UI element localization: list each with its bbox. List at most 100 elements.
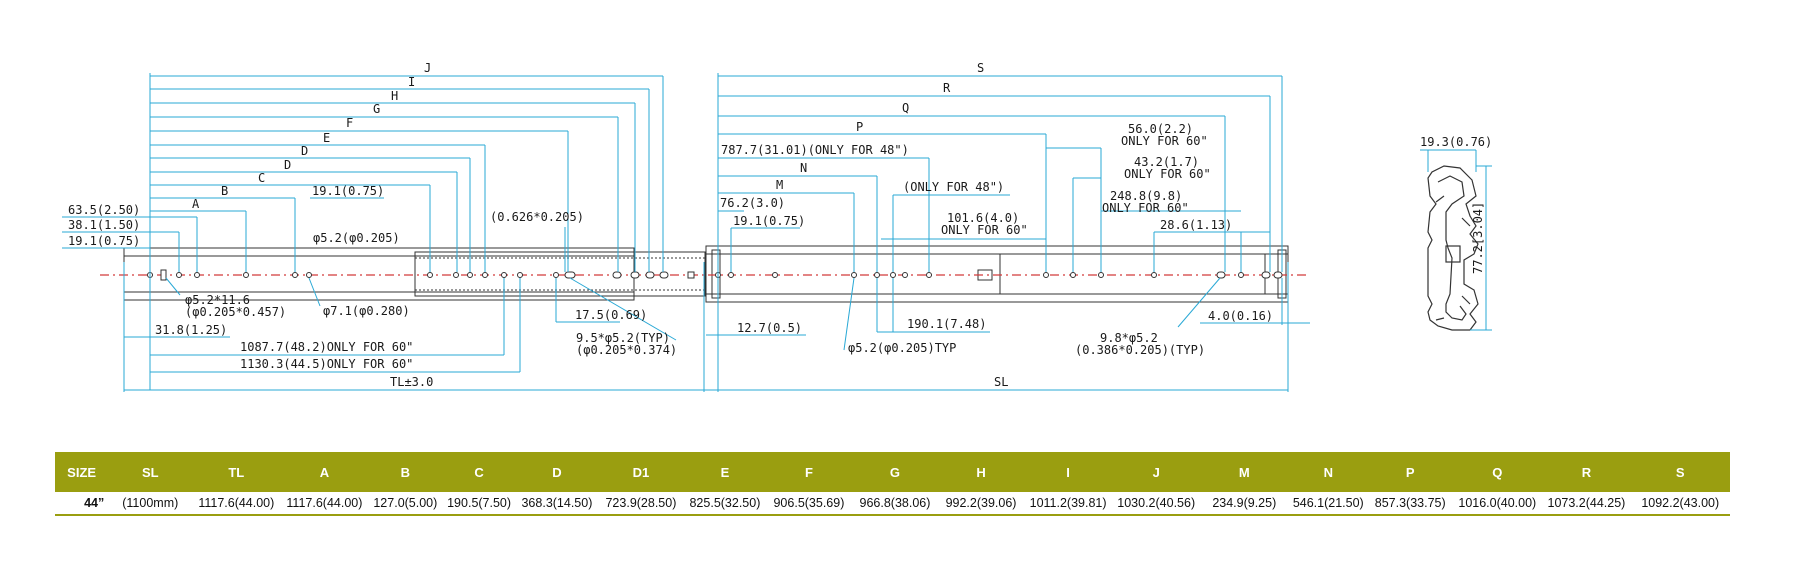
header-sl: SL [108,452,193,492]
dim-19-1-left: 19.1(0.75) [68,234,140,248]
cell-size: 44” [55,492,109,516]
header-s: S [1630,452,1730,492]
dim-77-2: 77.2[3.04] [1471,202,1485,274]
dim-N-label: N [800,161,807,175]
left-top-dimension-lines [62,73,664,392]
dim-787: 787.7(31.01)(ONLY FOR 48") [721,143,909,157]
header-d1: D1 [597,452,684,492]
cell-size-mm: (1100mm) [108,492,193,516]
left-bottom-dimension-lines [124,262,806,392]
dim-17-5: 17.5(0.69) [575,308,647,322]
cross-section-dimension-lines [1420,149,1492,331]
dim-98-a: 9.8*φ5.2 [1100,331,1158,345]
header-size: SIZE [55,452,109,492]
dim-TL: TL±3.0 [390,375,433,389]
cell-b: 190.5(7.50) [442,492,516,516]
dim-101-a: 101.6(4.0) [947,211,1019,225]
cross-section-profile [1427,165,1479,331]
header-g: G [851,452,938,492]
slide-body [123,245,1289,303]
dim-G-label: G [373,102,380,116]
header-p: P [1368,452,1453,492]
dimension-spec-table: SIZE SL TL A B C D D1 E F G H I J M N P … [55,452,1730,516]
dim-phi-7-1: φ7.1(φ0.280) [323,304,410,318]
dim-Q-label: Q [902,101,909,115]
dim-M-label: M [776,178,783,192]
header-m: M [1200,452,1289,492]
dim-SL: SL [994,375,1008,389]
dim-only-48: (ONLY FOR 48") [903,180,1004,194]
dim-D1-label: D [301,144,308,158]
cell-c: 368.3(14.50) [515,492,598,516]
dim-31-8: 31.8(1.25) [155,323,227,337]
dim-76-2: 76.2(3.0) [720,196,785,210]
cell-e: 825.5(32.50) [683,492,766,516]
slide-dimension-drawing: J I H G F E D D C B A 19.1(0.75) 63.5(2.… [62,61,1492,392]
dim-4-0: 4.0(0.16) [1208,309,1273,323]
header-d: D [515,452,598,492]
dim-248-b: ONLY FOR 60" [1102,201,1189,215]
cell-f: 906.5(35.69) [765,492,852,516]
dim-101-b: ONLY FOR 60" [941,223,1028,237]
dim-J-label: J [424,61,431,75]
cell-q: 1016.0(40.00) [1452,492,1543,516]
dim-E-label: E [323,131,330,145]
cell-a: 127.0(5.00) [368,492,443,516]
dim-28-6: 28.6(1.13) [1160,218,1232,232]
cell-m: 234.9(9.25) [1200,492,1289,516]
header-f: F [765,452,852,492]
table-header-row: SIZE SL TL A B C D D1 E F G H I J M N P … [55,452,1730,492]
header-h: H [938,452,1025,492]
header-q: Q [1452,452,1543,492]
header-c: C [442,452,516,492]
dim-H-label: H [391,89,398,103]
dim-190: 190.1(7.48) [907,317,986,331]
dim-19-1-top: 19.1(0.75) [312,184,384,198]
cell-s: 1092.2(43.00) [1630,492,1730,516]
dim-19-3: 19.3(0.76) [1420,135,1492,149]
dim-P-label: P [856,120,863,134]
dim-slot-1: φ5.2*11.6 [185,293,250,307]
header-e: E [683,452,766,492]
header-tl: TL [192,452,281,492]
dim-0626: (0.626*0.205) [490,210,584,224]
cell-sl: 1117.6(44.00) [192,492,281,516]
cell-j: 1030.2(40.56) [1112,492,1201,516]
cell-h: 992.2(39.06) [938,492,1025,516]
header-j: J [1112,452,1201,492]
header-i: I [1024,452,1113,492]
dim-phi-5-2: φ5.2(φ0.205) [313,231,400,245]
cell-d: 723.9(28.50) [597,492,684,516]
cell-r: 1073.2(44.25) [1542,492,1631,516]
table-row: 44” (1100mm) 1117.6(44.00) 1117.6(44.00)… [55,492,1730,516]
cell-p: 857.3(33.75) [1368,492,1453,516]
dim-12-7: 12.7(0.5) [737,321,802,335]
dim-typ-1: 9.5*φ5.2(TYP) [576,331,670,345]
dim-1087: 1087.7(48.2)ONLY FOR 60" [240,340,413,354]
cell-i: 1011.2(39.81) [1024,492,1113,516]
dim-F-label: F [346,116,353,130]
cell-g: 966.8(38.06) [851,492,938,516]
header-b: B [368,452,443,492]
dim-B-label: B [221,184,228,198]
right-top-dimension-lines [717,73,1283,392]
dim-phi-5-2-typ: φ5.2(φ0.205)TYP [848,341,956,355]
dim-1130: 1130.3(44.5)ONLY FOR 60" [240,357,413,371]
right-bottom-dimension-lines [704,262,1310,392]
dim-19-1-right: 19.1(0.75) [733,214,805,228]
dim-S-label: S [977,61,984,75]
dim-98-b: (0.386*0.205)(TYP) [1075,343,1205,357]
dim-56-a: 56.0(2.2) [1128,122,1193,136]
dim-43-b: ONLY FOR 60" [1124,167,1211,181]
header-r: R [1542,452,1631,492]
dim-38-1: 38.1(1.50) [68,218,140,232]
mounting-holes [147,269,1283,281]
dim-I-label: I [408,75,415,89]
dim-43-a: 43.2(1.7) [1134,155,1199,169]
dim-248-a: 248.8(9.8) [1110,189,1182,203]
dim-56-b: ONLY FOR 60" [1121,134,1208,148]
dim-R-label: R [943,81,951,95]
dim-63-5: 63.5(2.50) [68,203,140,217]
cell-n: 546.1(21.50) [1288,492,1369,516]
dim-A-label: A [192,197,200,211]
